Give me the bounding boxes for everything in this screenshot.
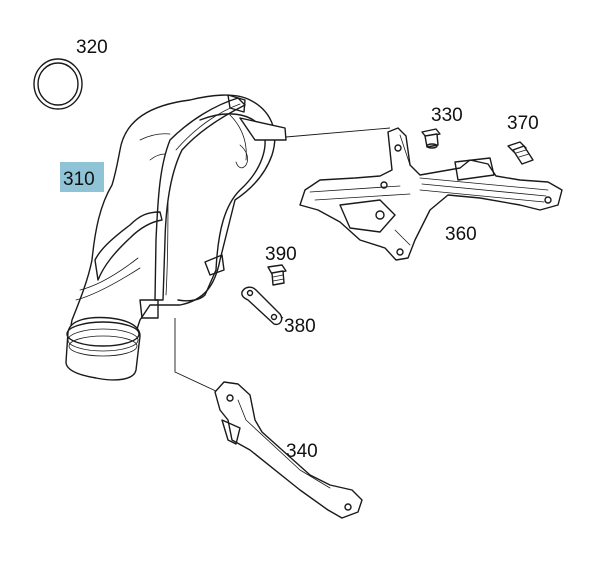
part-340-bracket[interactable]	[214, 381, 363, 519]
part-310-air-duct[interactable]	[65, 94, 287, 381]
callout-320[interactable]: 320	[76, 37, 108, 58]
part-360-bracket[interactable]	[299, 127, 563, 261]
callout-360[interactable]: 360	[445, 224, 477, 245]
callout-310-highlight	[60, 162, 104, 192]
callout-370[interactable]: 370	[507, 113, 539, 134]
callout-340[interactable]: 340	[286, 441, 318, 462]
callout-310[interactable]: 310	[63, 169, 95, 190]
part-370-bolt[interactable]	[507, 141, 534, 165]
callout-330[interactable]: 330	[431, 105, 463, 126]
callout-380[interactable]: 380	[284, 316, 316, 337]
part-320-oring[interactable]	[33, 58, 83, 110]
part-380-plate[interactable]	[241, 286, 283, 326]
part-330-bolt[interactable]	[421, 128, 441, 149]
part-390-bolt[interactable]	[267, 264, 287, 286]
callout-390[interactable]: 390	[265, 244, 297, 265]
